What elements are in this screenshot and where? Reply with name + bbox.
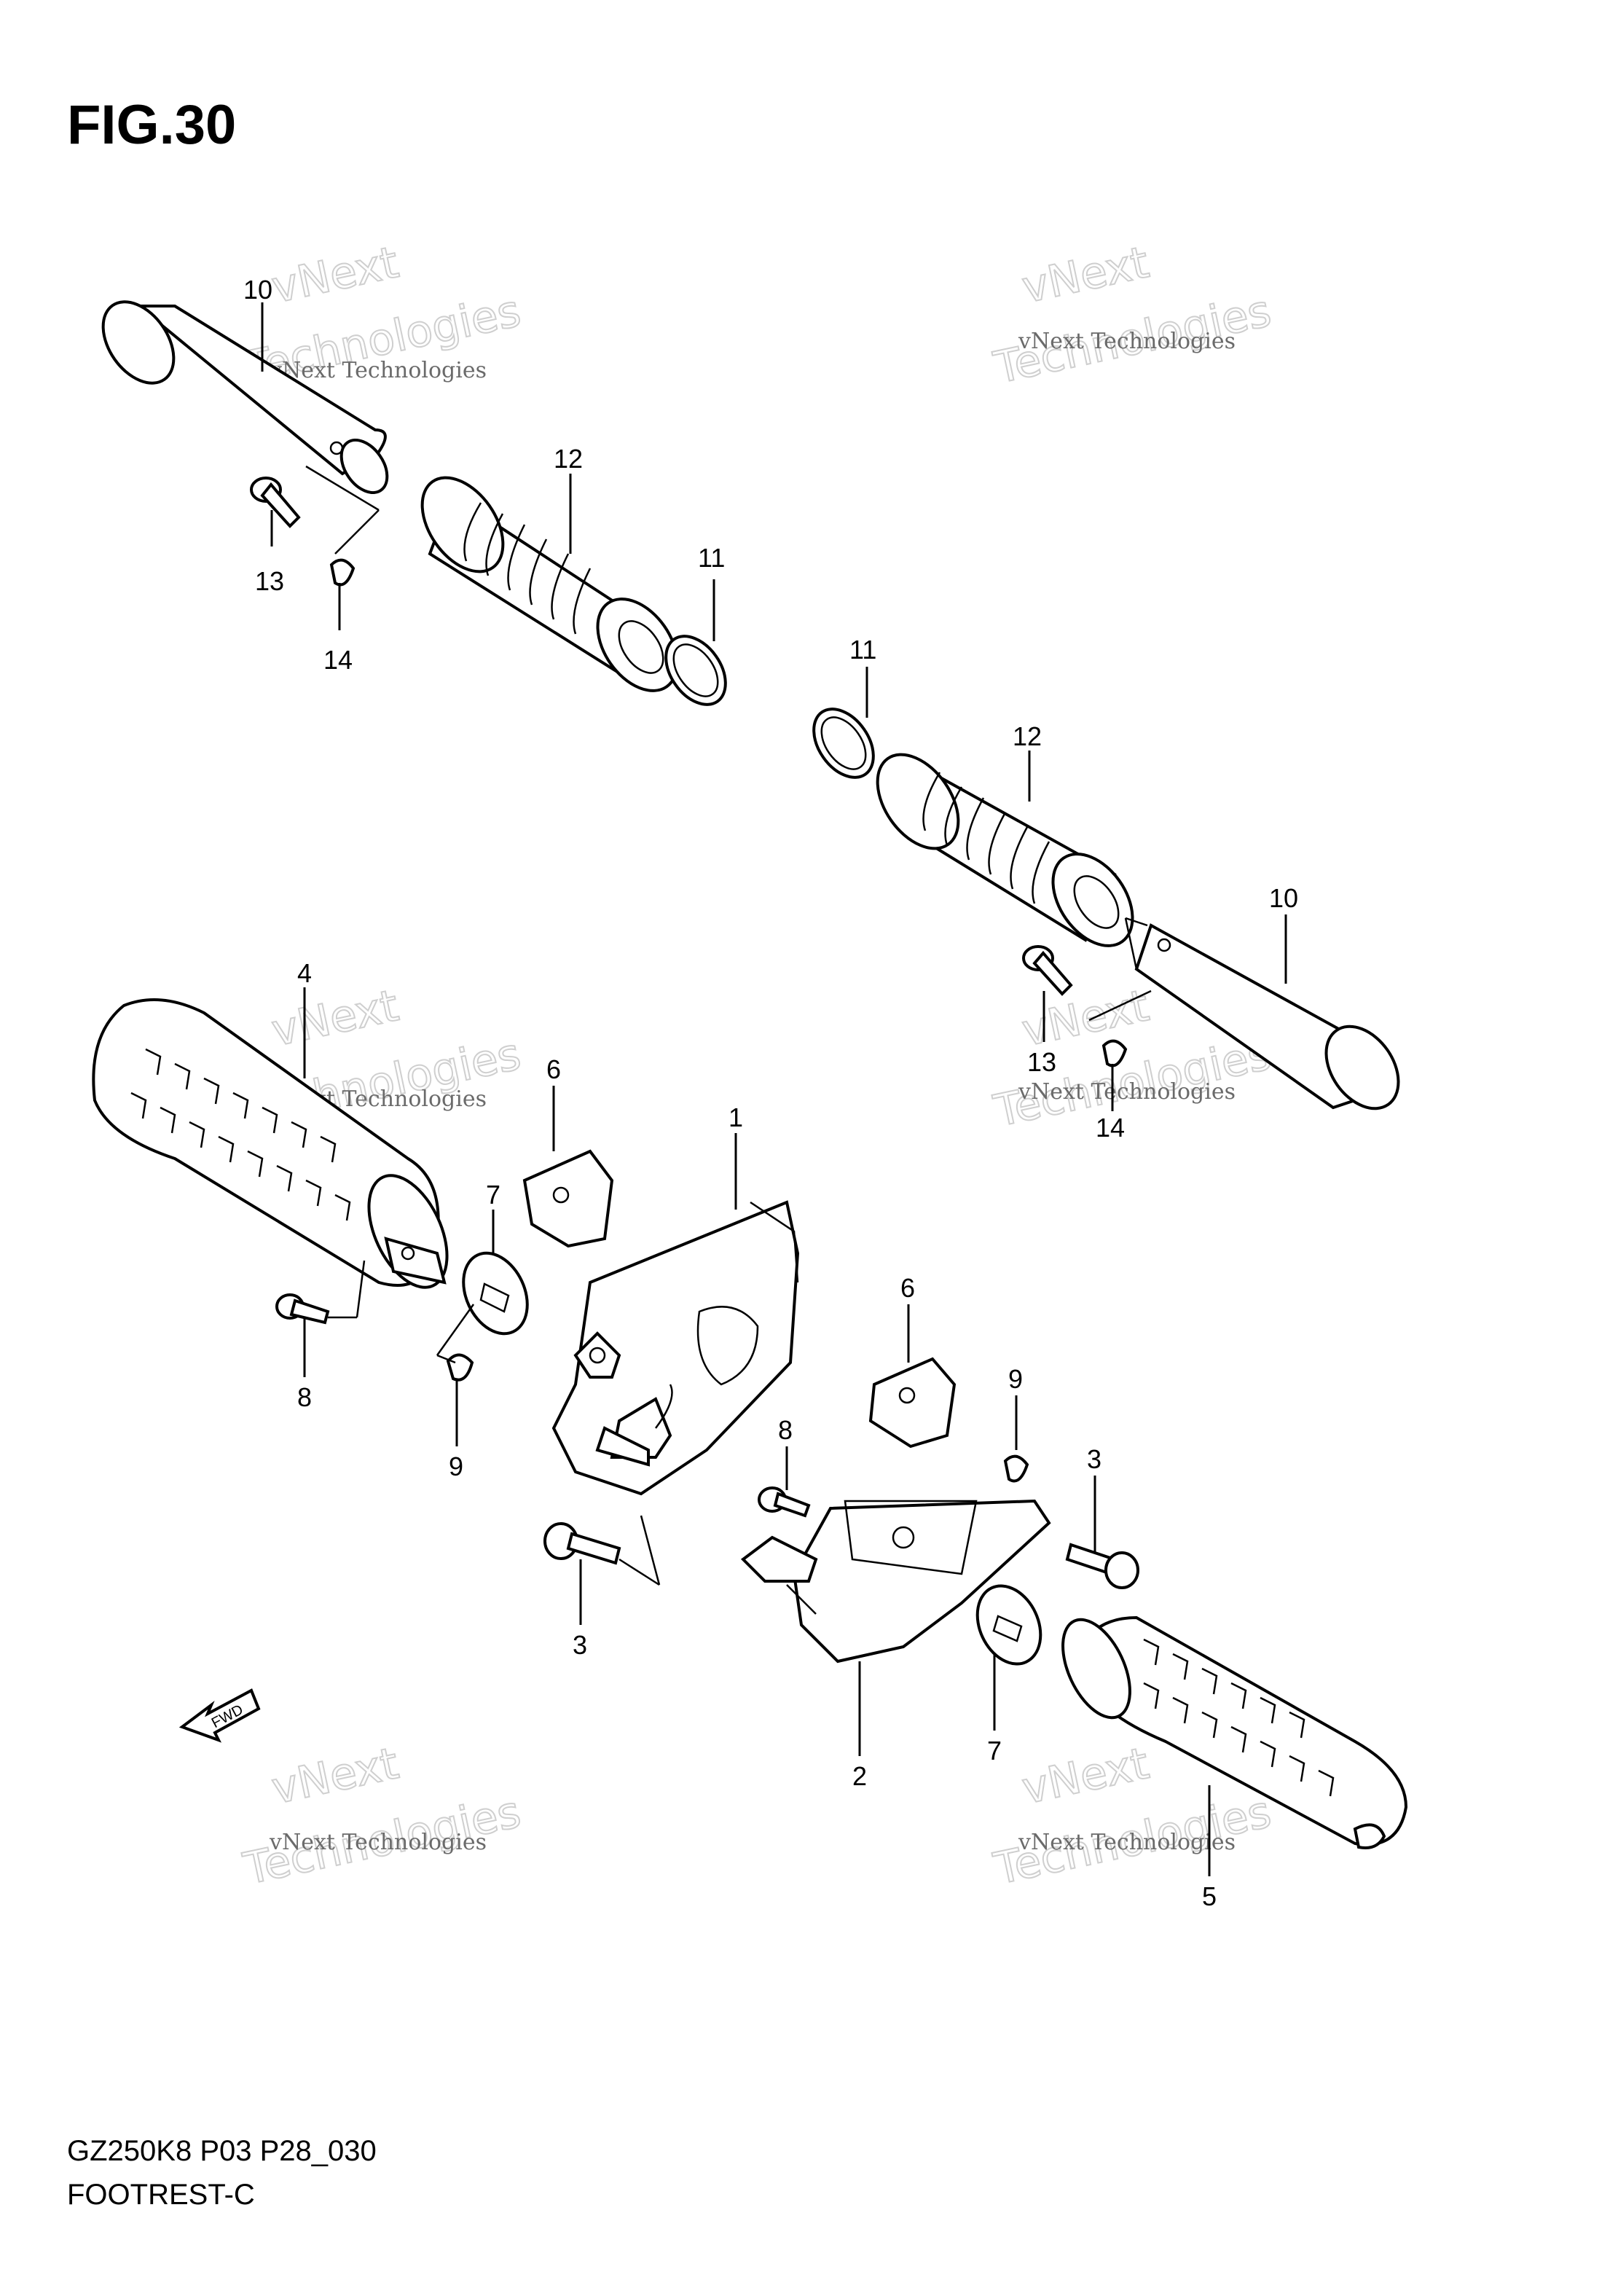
watermark-text-vnext: vNext — [267, 980, 403, 1057]
callout-9: 9 — [1008, 1364, 1023, 1394]
part-12-rubber-right — [876, 753, 1134, 947]
callout-2: 2 — [852, 1761, 867, 1791]
callout-7: 7 — [987, 1736, 1002, 1766]
callout-8: 8 — [297, 1382, 312, 1412]
part-13-bolt-left — [250, 477, 301, 528]
callout-11: 11 — [849, 635, 876, 665]
watermark-text: vNext Technologies — [1018, 1830, 1236, 1855]
model-code: GZ250K8 P03 P28_030 — [67, 2135, 377, 2167]
fwd-arrow-icon: FWD — [178, 1688, 261, 1743]
callout-3: 3 — [573, 1630, 587, 1660]
callout-9: 9 — [449, 1451, 463, 1481]
callout-10: 10 — [243, 275, 272, 305]
callout-13: 13 — [255, 566, 284, 596]
part-7-washer-right — [975, 1584, 1042, 1666]
part-3-bolt-right — [1065, 1543, 1139, 1589]
callout-11: 11 — [698, 543, 725, 573]
part-4-footrest-rubber-left — [92, 998, 449, 1289]
part-5-footrest-rubber-right — [1061, 1615, 1408, 1849]
part-14-clip-right — [1101, 1039, 1128, 1067]
watermark-text: vNext Technologies — [269, 1830, 487, 1855]
watermark-text-vnext: vNext — [1018, 237, 1153, 313]
part-6-clip-left — [522, 1149, 614, 1248]
callout-7: 7 — [486, 1180, 500, 1210]
watermark-text-vnext: vNext — [1018, 980, 1153, 1057]
section-name: FOOTREST-C — [67, 2179, 255, 2211]
part-1-bracket-left — [551, 1200, 800, 1496]
part-8-bolt-right — [758, 1486, 811, 1518]
part-3-bolt-left — [543, 1515, 661, 1586]
leader-lines — [261, 302, 1287, 1876]
callout-4: 4 — [297, 958, 312, 988]
callout-12: 12 — [1013, 721, 1042, 751]
callout-14: 14 — [1096, 1113, 1125, 1143]
watermark-text: vNext Technologies — [269, 358, 487, 383]
part-2-bracket-right — [740, 1499, 1051, 1664]
callout-6: 6 — [546, 1054, 561, 1084]
part-7-washer-left — [462, 1251, 529, 1336]
part-10-rear-footrest-right — [1088, 917, 1400, 1110]
callout-5: 5 — [1202, 1881, 1217, 1911]
callout-13: 13 — [1027, 1047, 1056, 1077]
part-6-clip-right — [868, 1357, 957, 1449]
watermark-text: vNext Technologies — [1018, 1079, 1236, 1105]
callout-14: 14 — [323, 645, 353, 675]
callout-8: 8 — [778, 1415, 793, 1445]
part-14-clip-left — [329, 558, 356, 587]
callout-3: 3 — [1087, 1444, 1101, 1474]
watermark: vNext Technologies — [238, 1737, 526, 1895]
part-13-bolt-right — [1022, 945, 1073, 996]
watermark-text-vnext: vNext — [1018, 1738, 1153, 1814]
figure-title: FIG.30 — [67, 94, 237, 156]
part-11-ring-left — [664, 635, 727, 706]
watermark: vNext Technologies — [989, 236, 1276, 394]
part-9-nut-left — [436, 1304, 475, 1382]
part-11-ring-right — [812, 708, 875, 779]
part-10-rear-footrest-left — [101, 300, 389, 555]
callout-6: 6 — [900, 1273, 915, 1303]
watermark-text-vnext: vNext — [267, 237, 403, 313]
callout-1: 1 — [729, 1102, 743, 1132]
callout-labels: 10 12 11 13 14 11 12 10 13 14 4 6 1 7 8 … — [243, 275, 1298, 1911]
callout-12: 12 — [554, 444, 583, 474]
part-9-nut-right — [1003, 1454, 1029, 1483]
watermark-text: vNext Technologies — [1018, 329, 1236, 354]
part-8-bolt-left — [275, 1260, 366, 1325]
callout-10: 10 — [1269, 883, 1298, 913]
watermark-text-vnext: vNext — [267, 1738, 403, 1814]
part-12-rubber-left — [420, 476, 679, 692]
